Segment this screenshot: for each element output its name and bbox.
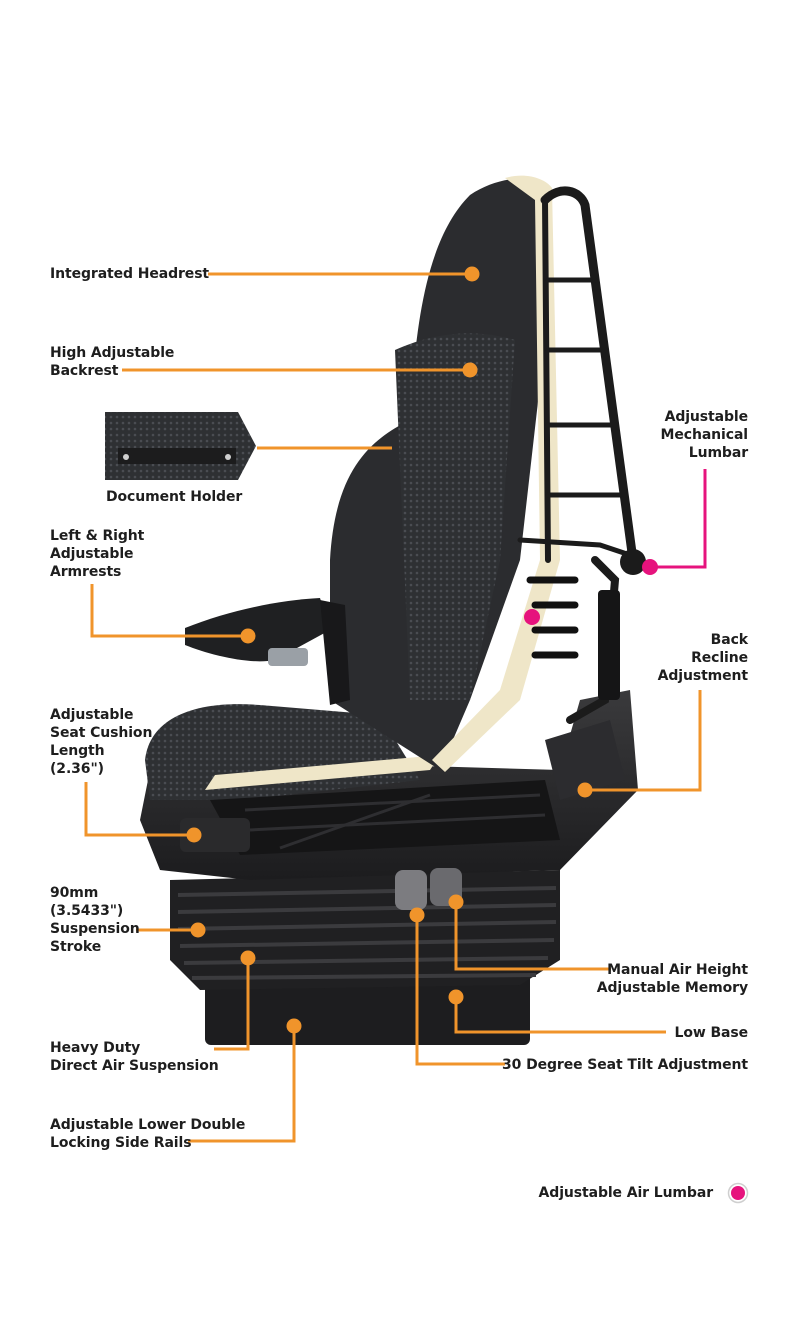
lumbar-callout-line (650, 469, 707, 569)
label-seat-tilt: 30 Degree Seat Tilt Adjustment (502, 1057, 748, 1073)
label-manual-air-height: Manual Air Height Adjustable Memory (596, 962, 748, 996)
label-armrests: Left & Right Adjustable Armrests (50, 528, 145, 580)
callout-dots (186, 266, 593, 1034)
armrest (185, 598, 350, 705)
suspension-base (170, 870, 560, 1045)
label-document-holder: Document Holder (106, 489, 243, 505)
label-seat-cushion-length: Adjustable Seat Cushion Length (2.36") (50, 707, 153, 777)
label-mechanical-lumbar: Adjustable Mechanical Lumbar (660, 409, 749, 461)
label-back-recline: Back Recline Adjustment (657, 632, 748, 684)
label-integrated-headrest: Integrated Headrest (50, 266, 210, 282)
label-high-adjustable-backrest: High Adjustable Backrest (50, 345, 175, 379)
seat-shell (140, 690, 638, 910)
label-low-base: Low Base (674, 1025, 749, 1041)
label-suspension-stroke: 90mm (3.5433") Suspension Stroke (50, 885, 140, 955)
legend-air-lumbar-icon (727, 1182, 749, 1204)
label-side-rails: Adjustable Lower Double Locking Side Rai… (50, 1117, 246, 1151)
air-lumbar-dot (524, 609, 540, 625)
document-holder-image (105, 412, 256, 480)
mechanical-lumbar-dot (642, 559, 658, 575)
legend-air-lumbar-label: Adjustable Air Lumbar (538, 1185, 714, 1201)
lumbar-knob (620, 549, 646, 575)
label-air-suspension: Heavy Duty Direct Air Suspension (50, 1040, 219, 1074)
backrest (330, 175, 560, 772)
callout-lines (84, 272, 702, 1143)
